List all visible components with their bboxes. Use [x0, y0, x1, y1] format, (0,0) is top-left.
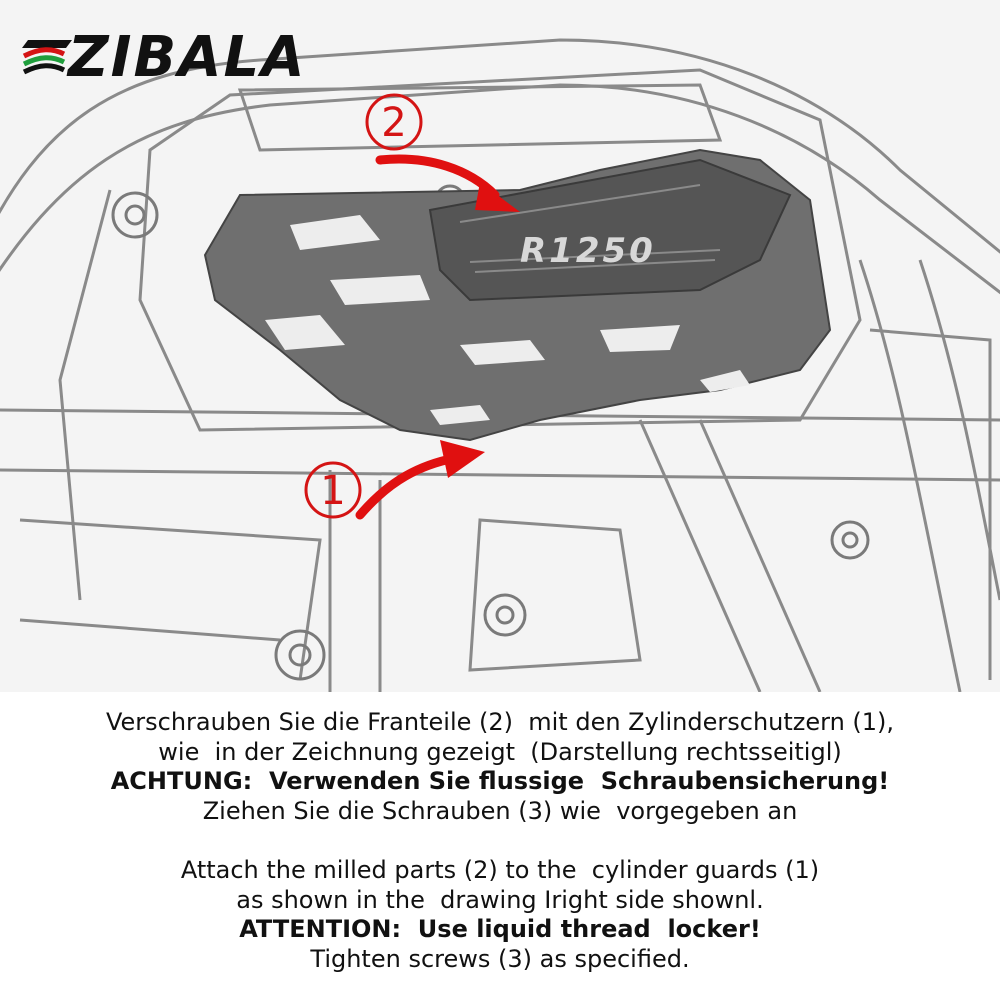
callout-arrow-1	[355, 440, 485, 520]
bolt-heads	[111, 184, 870, 681]
part-badge-label: R1250	[520, 231, 656, 271]
cylinder-guard-part: R1250	[203, 148, 832, 442]
instruction-de-line-1: Verschrauben Sie die Franteile (2) mit d…	[105, 708, 895, 736]
instruction-en-warning: ATTENTION: Use liquid thread locker!	[239, 915, 761, 943]
callout-marker-1: 1	[304, 461, 362, 519]
installation-illustration: R1250 2 1	[0, 0, 1000, 692]
instruction-en-line-2: as shown in the drawing Iright side show…	[236, 885, 764, 914]
instruction-en-line-1: Attach the milled parts (2) to the cylin…	[180, 856, 820, 884]
callout-arrow-2	[375, 154, 520, 212]
logo-stripes-icon	[22, 40, 72, 75]
callout-marker-2: 2	[365, 93, 423, 151]
instruction-de-line-2: wie in der Zeichnung gezeigt (Darstellun…	[158, 737, 842, 766]
callout-number-1: 1	[320, 468, 345, 514]
logo-wordmark: ZIBALA	[66, 25, 307, 84]
instruction-de-line-4: Ziehen Sie die Schrauben (3) wie vorgege…	[202, 796, 798, 825]
callout-number-2: 2	[381, 100, 406, 146]
instructions-block: Verschrauben Sie die Franteile (2) mit d…	[0, 708, 1000, 974]
zibala-logo: ZIBALA	[22, 25, 307, 84]
instruction-de-warning: ACHTUNG: Verwenden Sie flussige Schraube…	[110, 767, 890, 795]
section-spacer	[0, 826, 1000, 856]
instruction-en-line-4: Tighten screws (3) as specified.	[310, 944, 690, 973]
